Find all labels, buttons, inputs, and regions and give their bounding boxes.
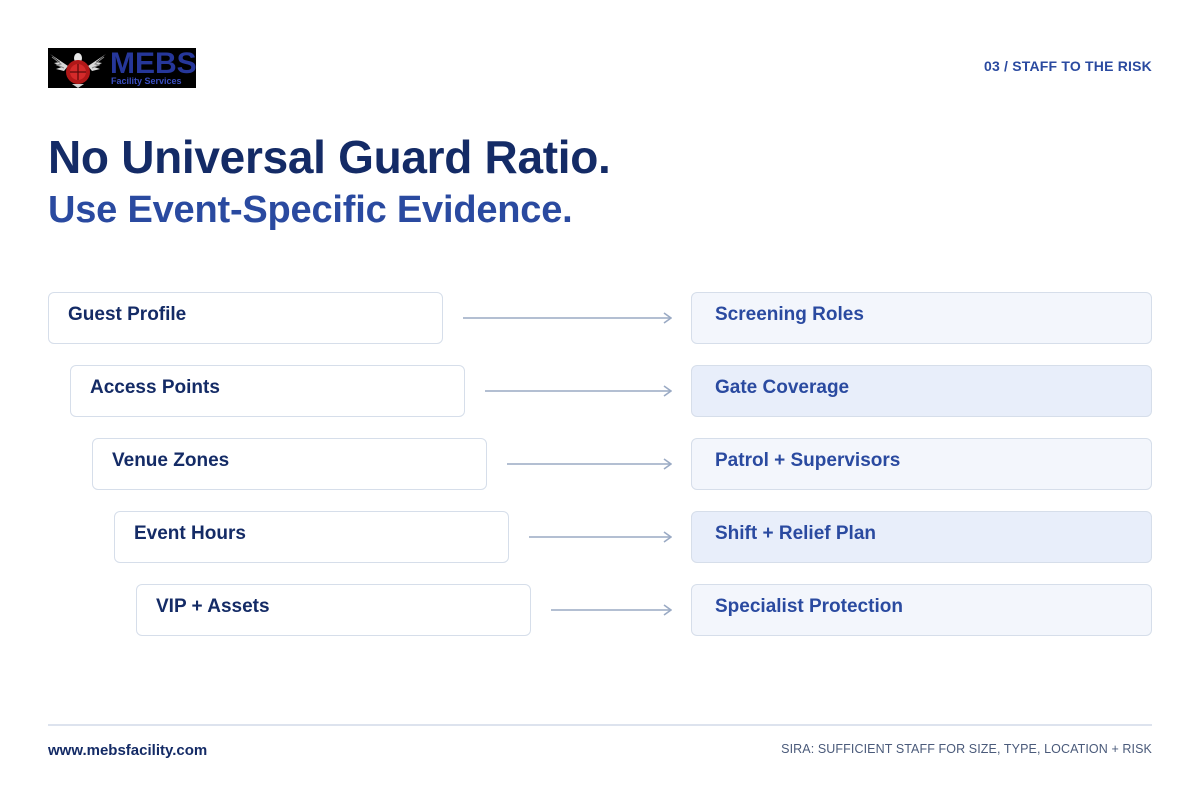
flow-row: Guest Profile Screening Roles [0, 292, 1200, 344]
outcome-box: Gate Coverage [691, 365, 1152, 417]
arrow-right-icon [551, 604, 672, 616]
section-label: 03 / STAFF TO THE RISK [983, 58, 1152, 74]
footer-divider [48, 724, 1152, 726]
outcome-box: Specialist Protection [691, 584, 1152, 636]
eagle-emblem-icon [50, 53, 106, 88]
arrow-right-icon [485, 385, 672, 397]
flow-row: Event Hours Shift + Relief Plan [0, 511, 1200, 563]
outcome-label: Specialist Protection [715, 596, 903, 617]
company-logo: MEBS Facility Services [48, 48, 196, 88]
outcome-label: Shift + Relief Plan [715, 523, 877, 544]
factor-box: Event Hours [114, 511, 509, 563]
footer-website-link[interactable]: www.mebsfacility.com [48, 742, 208, 759]
logo-tagline: Facility Services [111, 76, 182, 86]
factor-label: VIP + Assets [156, 596, 270, 617]
outcome-label: Screening Roles [715, 304, 864, 325]
footer-regulation-note: SIRA: SUFFICIENT STAFF FOR SIZE, TYPE, L… [781, 742, 1152, 756]
outcome-label: Patrol + Supervisors [715, 450, 901, 471]
outcome-label: Gate Coverage [715, 377, 850, 398]
page-subtitle: Use Event-Specific Evidence. [48, 189, 573, 231]
factor-label: Access Points [90, 377, 220, 398]
outcome-box: Patrol + Supervisors [691, 438, 1152, 490]
outcome-box: Shift + Relief Plan [691, 511, 1152, 563]
flow-row: VIP + Assets Specialist Protection [0, 584, 1200, 636]
factor-label: Event Hours [134, 523, 246, 544]
factor-box: VIP + Assets [136, 584, 531, 636]
factor-box: Access Points [70, 365, 465, 417]
factor-box: Guest Profile [48, 292, 443, 344]
outcome-box: Screening Roles [691, 292, 1152, 344]
logo-wordmark: MEBS [110, 48, 196, 80]
arrow-right-icon [463, 312, 672, 324]
factor-label: Venue Zones [112, 450, 230, 471]
factor-label: Guest Profile [68, 304, 187, 325]
arrow-right-icon [507, 458, 672, 470]
flow-row: Venue Zones Patrol + Supervisors [0, 438, 1200, 490]
flow-row: Access Points Gate Coverage [0, 365, 1200, 417]
arrow-right-icon [529, 531, 672, 543]
factor-box: Venue Zones [92, 438, 487, 490]
page-title: No Universal Guard Ratio. [48, 131, 611, 183]
